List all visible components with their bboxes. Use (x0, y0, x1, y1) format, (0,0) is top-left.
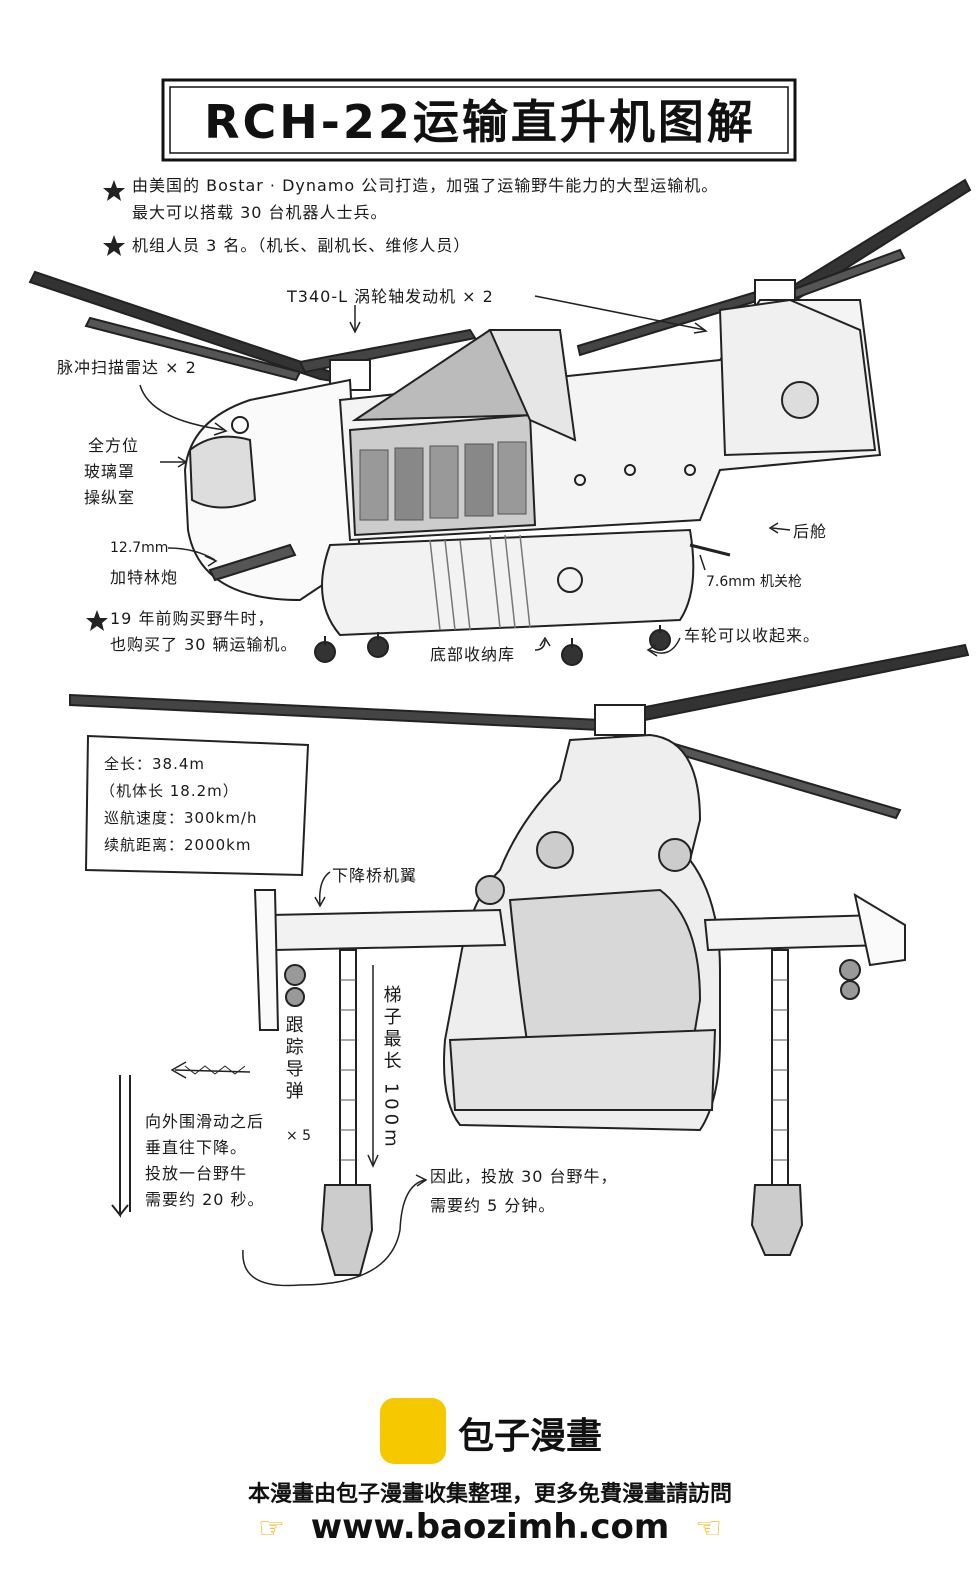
label-purchase-line1: 19 年前购买野牛时， (110, 609, 275, 628)
label-slide-line4: 需要约 20 秒。 (145, 1190, 265, 1209)
label-purchase-line2: 也购买了 30 辆运输机。 (110, 635, 298, 654)
spec-box-frame (84, 734, 310, 877)
label-slide-line3: 投放一台野牛 (145, 1164, 248, 1183)
label-total-line2: 需要约 5 分钟。 (430, 1196, 556, 1215)
pointing-hand-icon: ☜ (695, 1511, 723, 1546)
footer-notice: 本漫畫由包子漫畫收集整理，更多免費漫畫請訪問 (247, 1482, 732, 1507)
label-gun-name: 加特林炮 (110, 568, 179, 587)
label-cockpit-line2: 玻璃罩 (84, 462, 136, 481)
spec-overall-length: 全长：38.4m (104, 755, 206, 773)
label-ladder: 梯子最长 100m (380, 985, 402, 1151)
label-missile: 跟踪导弹 (282, 1015, 304, 1103)
label-radar: 脉冲扫描雷达 × 2 (57, 358, 197, 377)
footer-url-row: ☞ www.baozimh.com ☜ (0, 1507, 980, 1547)
label-gun-caliber: 12.7mm (110, 540, 169, 556)
spec-body-length: （机体长 18.2m） (100, 782, 239, 800)
label-wing: 下降桥机翼 (332, 866, 418, 885)
spec-range: 续航距离：2000km (104, 836, 252, 854)
brand-name: 包子漫畫 (458, 1416, 603, 1457)
page-title: RCH-22运输直升机图解 (204, 95, 756, 149)
label-cockpit-line1: 全方位 (88, 436, 140, 455)
note-crew: 机组人员 3 名。（机长、副机长、维修人员） (132, 236, 471, 255)
label-storage: 底部收纳库 (430, 645, 516, 664)
side-view-helicopter (28, 178, 972, 666)
label-wheels: 车轮可以收起来。 (684, 626, 821, 645)
spec-cruise-speed: 巡航速度：300km/h (104, 809, 258, 827)
lower-leader-arrows (111, 871, 428, 1287)
label-total-line1: 因此，投放 30 台野牛， (430, 1167, 618, 1186)
label-slide-line1: 向外围滑动之后 (145, 1112, 265, 1131)
baozi-logo (380, 1398, 446, 1464)
pointing-hand-icon: ☞ (257, 1511, 285, 1546)
front-view-helicopter (69, 643, 970, 1276)
note-capacity: 最大可以搭载 30 台机器人士兵。 (132, 203, 388, 222)
label-rear-cabin: 后舱 (793, 522, 828, 541)
label-engine: T340-L 涡轮轴发动机 × 2 (287, 287, 494, 306)
label-missile-count: × 5 (286, 1128, 312, 1144)
upper-leader-arrows (139, 295, 791, 657)
label-machine-gun: 7.6mm 机关枪 (706, 574, 802, 590)
star-bullets (86, 180, 125, 631)
label-cockpit-line3: 操纵室 (84, 488, 136, 507)
title-frame (161, 78, 797, 162)
footer-url-link[interactable]: www.baozimh.com (310, 1507, 670, 1547)
label-slide-line2: 垂直往下降。 (145, 1138, 248, 1157)
note-manufacturer: 由美国的 Bostar · Dynamo 公司打造，加强了运输野牛能力的大型运输… (132, 176, 719, 195)
